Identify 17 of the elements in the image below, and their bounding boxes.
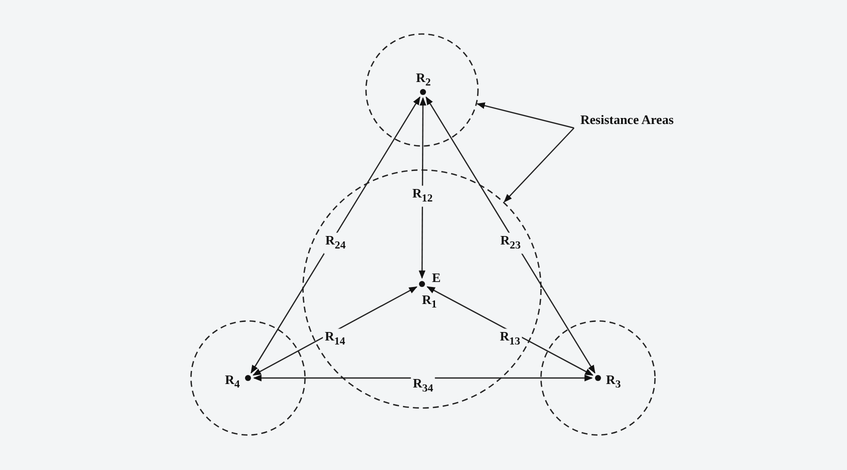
arrow: [250, 96, 420, 374]
leader-line: [476, 102, 574, 129]
point-label: R$_{2}$: [416, 70, 431, 91]
callout-text: Resistance Areas: [579, 112, 675, 127]
point-label: R$_{3}$: [606, 372, 621, 393]
arrow: [253, 374, 593, 382]
point-label: R$_{1}$: [422, 292, 437, 313]
arrow: [426, 286, 594, 376]
edge-label: R$_{23}$: [498, 232, 523, 254]
arrow: [418, 97, 426, 279]
point-label: R$_{4}$: [225, 372, 240, 393]
arrow: [426, 96, 596, 374]
leader-line: [504, 128, 574, 202]
arrow: [252, 286, 418, 376]
point-label: E: [432, 270, 441, 285]
edge-label: R$_{24}$: [323, 232, 348, 254]
edge-label: R$_{12}$: [410, 186, 435, 206]
